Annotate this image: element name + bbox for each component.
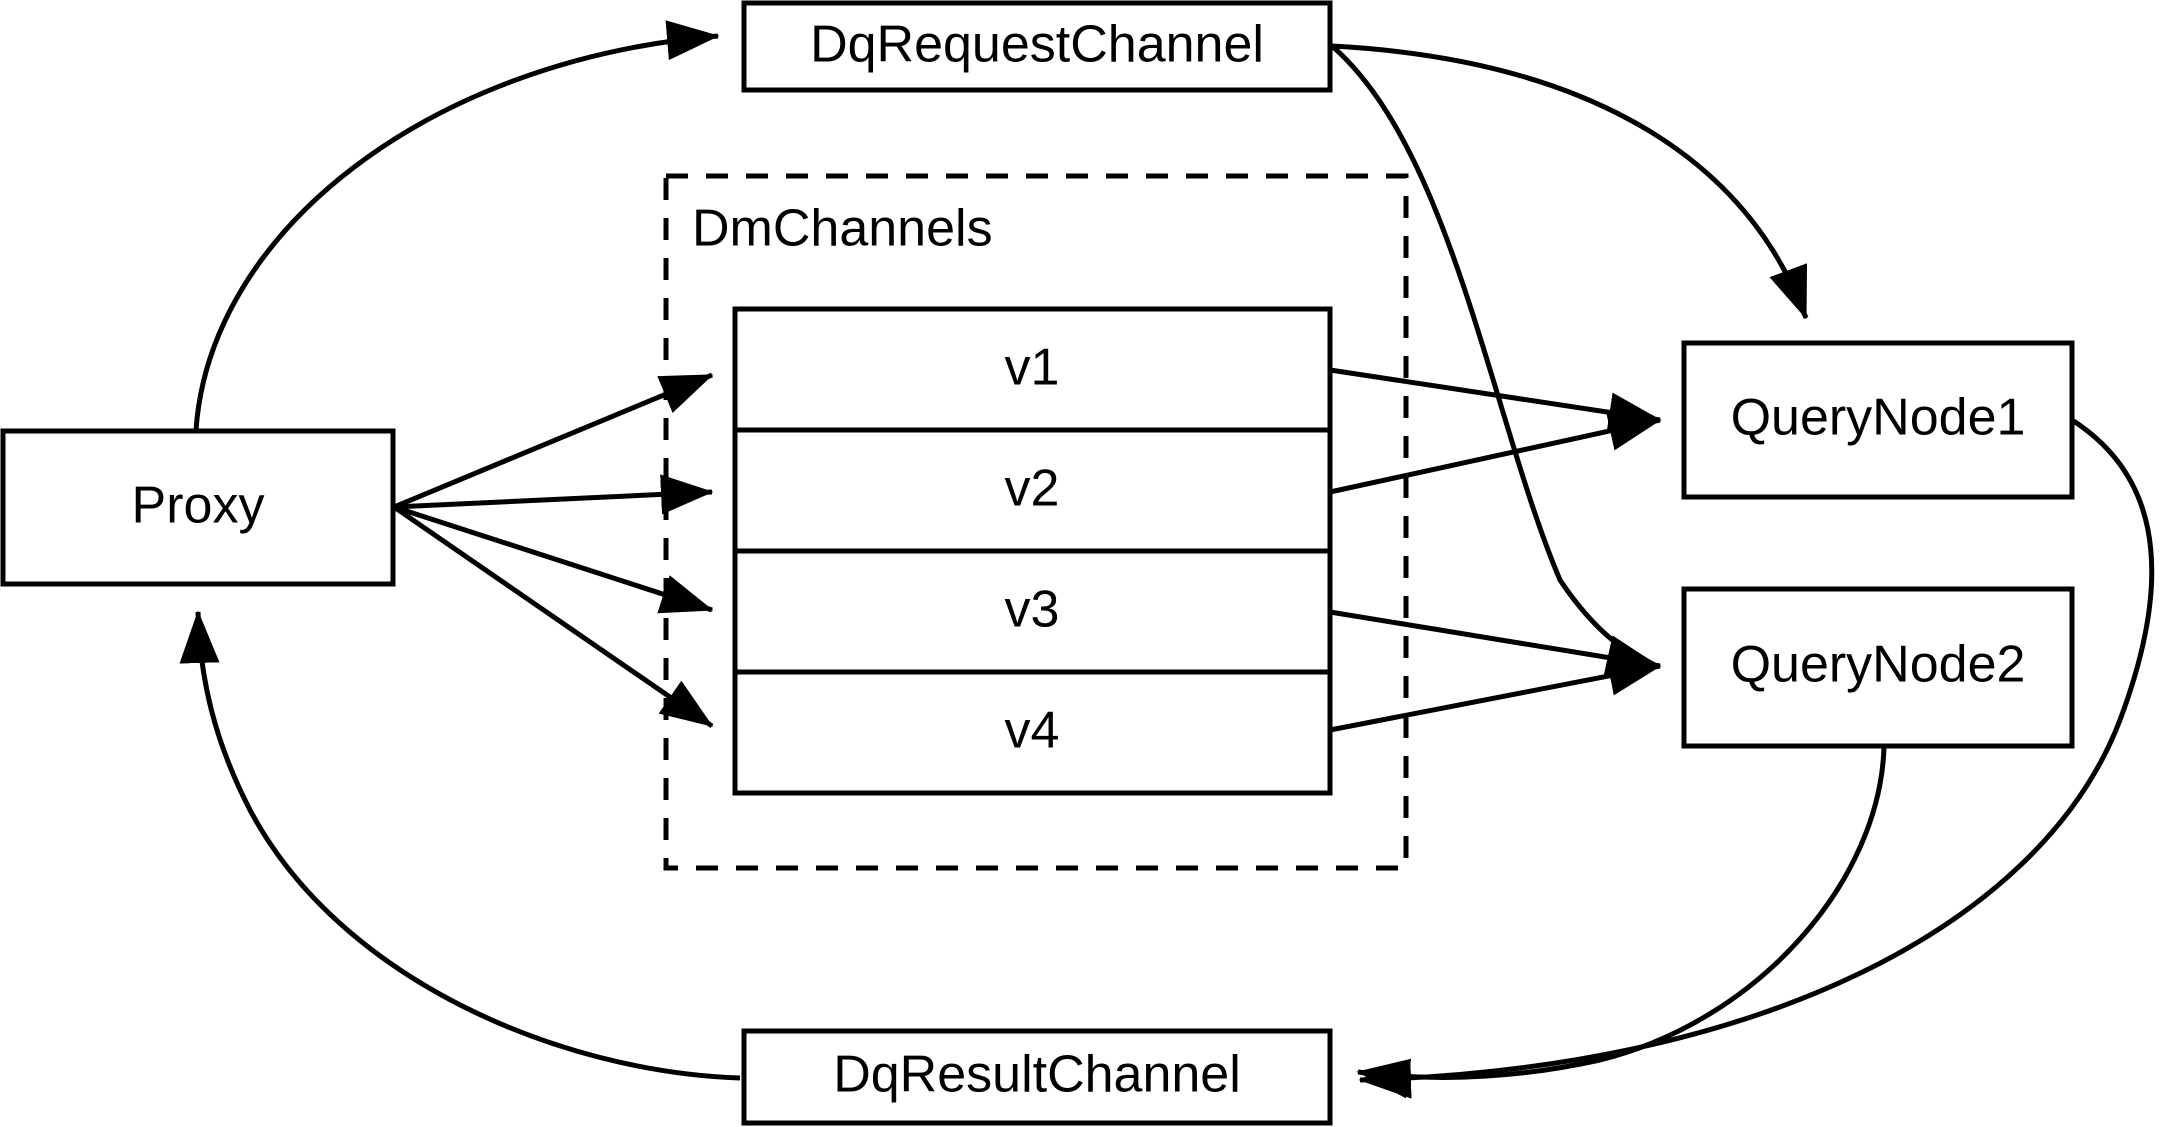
channel-row-v2[interactable]: v2	[1005, 460, 1060, 518]
dqrequestchannel-label: DqRequestChannel	[810, 16, 1264, 74]
edge-v1-to-querynode1	[1329, 367, 1662, 433]
edge-dqrequestchannel-to-querynode2	[1330, 44, 1660, 675]
edge-dqresultchannel-to-proxy	[179, 610, 741, 1081]
group-dmchannels: DmChannels	[663, 173, 1409, 871]
querynode2-box[interactable]	[1681, 586, 2075, 749]
channel-row-v4[interactable]: v4	[1005, 702, 1060, 760]
node-querynode2[interactable]: QueryNode2	[1681, 586, 2075, 749]
channel-rows-table: v1 v2 v3 v4	[732, 306, 1333, 796]
edge-proxy-to-dqrequestchannel	[193, 20, 720, 431]
edge-v3-to-querynode2	[1329, 609, 1662, 678]
edge-v2-to-querynode1	[1329, 411, 1662, 495]
dqresultchannel-label: DqResultChannel	[833, 1046, 1241, 1104]
edge-proxy-to-v4	[392, 504, 714, 729]
node-proxy[interactable]: Proxy	[0, 428, 396, 587]
proxy-box[interactable]	[0, 428, 396, 587]
channel-row-v3[interactable]: v3	[1005, 581, 1060, 639]
proxy-label: Proxy	[132, 477, 265, 535]
dqresultchannel-box[interactable]	[741, 1028, 1333, 1126]
edge-proxy-to-v3	[393, 504, 714, 614]
querynode1-box[interactable]	[1681, 340, 2075, 500]
dqrequestchannel-box[interactable]	[741, 0, 1333, 93]
edge-proxy-to-v1	[393, 372, 714, 510]
dmchannels-dashed-box	[663, 173, 1409, 871]
channel-row-v1[interactable]: v1	[1005, 339, 1060, 397]
node-dqrequestchannel[interactable]: DqRequestChannel	[741, 0, 1333, 93]
edge-querynode2-to-dqresultchannel	[1356, 746, 1887, 1099]
edge-v4-to-querynode2	[1329, 656, 1662, 733]
querynode1-label: QueryNode1	[1731, 389, 2026, 447]
edge-dqrequestchannel-to-querynode1	[1331, 43, 1809, 320]
querynode2-label: QueryNode2	[1731, 636, 2026, 694]
node-dqresultchannel[interactable]: DqResultChannel	[741, 1028, 1333, 1126]
dmchannels-label: DmChannels	[692, 200, 993, 258]
node-querynode1[interactable]: QueryNode1	[1681, 340, 2075, 500]
edge-proxy-to-v2	[393, 474, 714, 515]
